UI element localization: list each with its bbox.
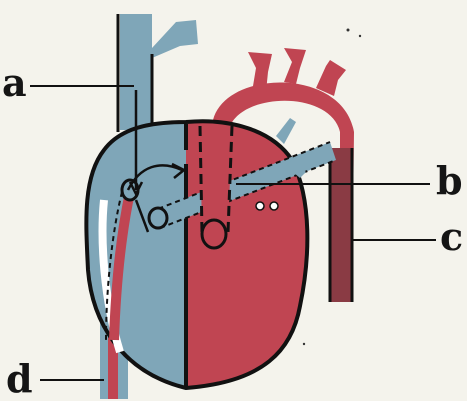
label-b: b bbox=[436, 162, 463, 200]
speck-3 bbox=[303, 343, 305, 345]
carotid-branch bbox=[284, 48, 306, 84]
aortic-root bbox=[200, 126, 232, 232]
pulmonary-valve-opening bbox=[149, 208, 167, 228]
subclavian-branch bbox=[316, 60, 346, 96]
pulmonary-vein-opening-2 bbox=[270, 202, 278, 210]
label-c: c bbox=[440, 218, 463, 256]
pulmonary-branch-upper bbox=[276, 118, 296, 144]
speck-2 bbox=[359, 35, 361, 37]
speck-1 bbox=[347, 29, 350, 32]
label-a: a bbox=[2, 64, 27, 102]
descending-aorta bbox=[330, 148, 352, 302]
aortic-valve-opening bbox=[202, 220, 226, 248]
label-d: d bbox=[6, 360, 33, 398]
pulmonary-vein-opening-1 bbox=[256, 202, 264, 210]
superior-vena-cava bbox=[120, 14, 198, 130]
